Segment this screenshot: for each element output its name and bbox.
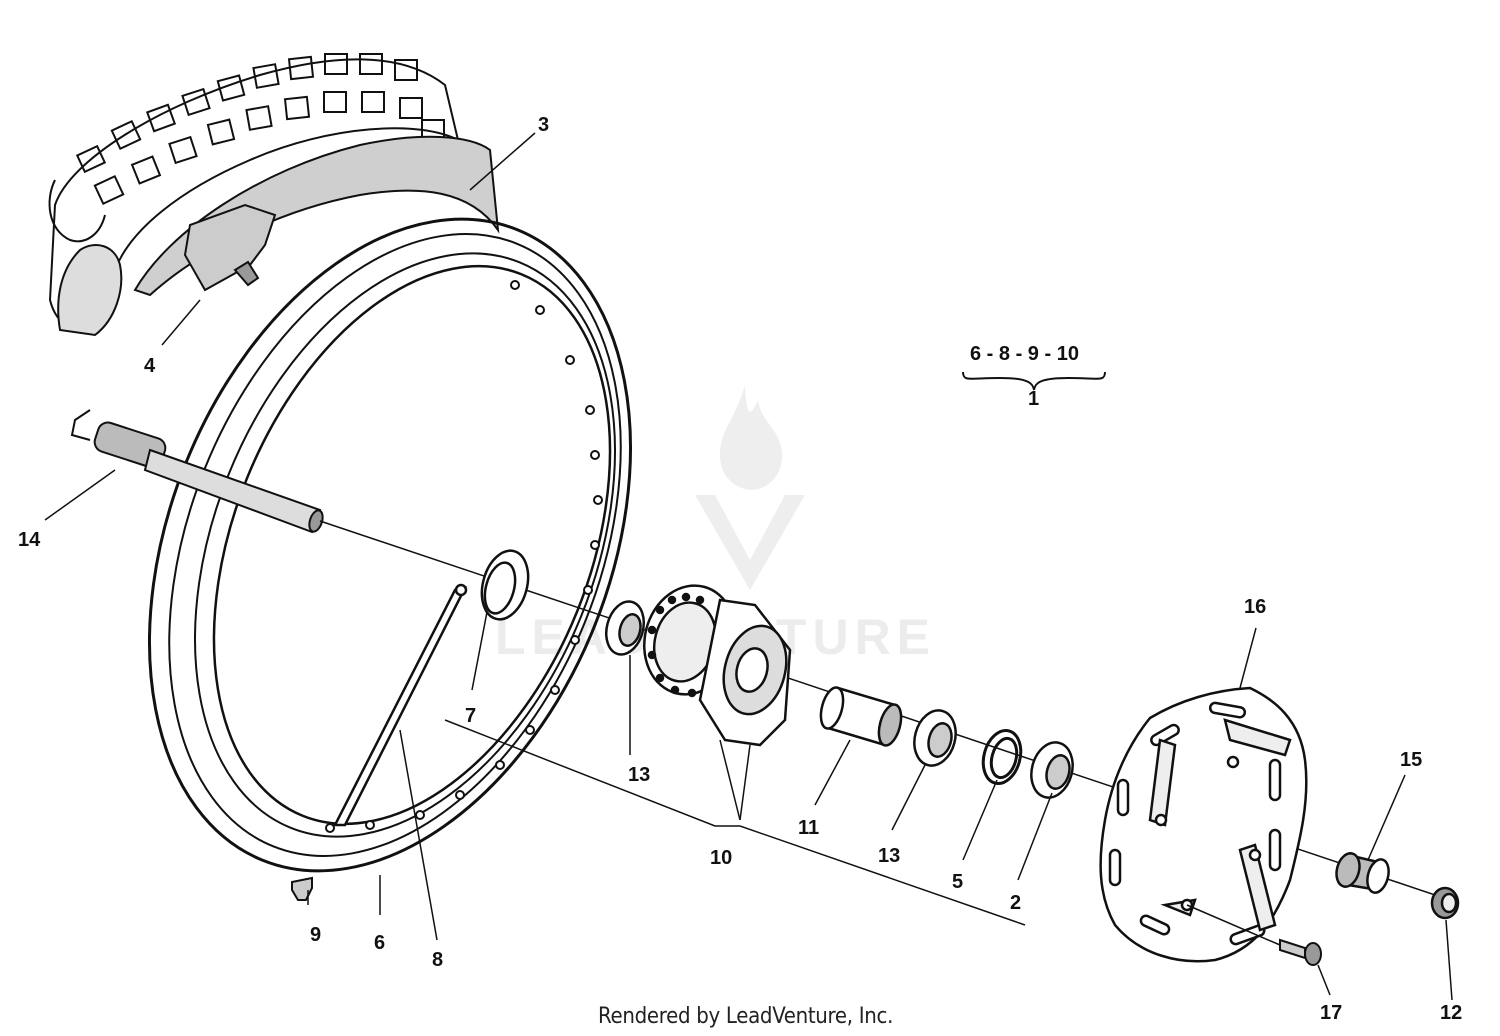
spoke-holes [325, 280, 603, 833]
group-brace [962, 371, 1106, 391]
leadventure-watermark [695, 385, 805, 590]
leader-lines [44, 132, 1453, 1001]
rim-lock-icon [183, 203, 277, 292]
group-assembly-number: 1 [1028, 388, 1040, 410]
axle-icon [70, 409, 324, 534]
callout-5: 5 [952, 871, 964, 893]
bearing-icon [605, 600, 645, 656]
callout-4: 4 [144, 355, 156, 377]
circlip-icon [981, 729, 1023, 785]
callout-9: 9 [310, 924, 322, 946]
brake-disc-icon [1099, 686, 1308, 963]
footer-credit: Rendered by LeadVenture, Inc. [598, 1004, 894, 1029]
callout-16: 16 [1244, 596, 1267, 618]
callout-14: 14 [18, 529, 41, 551]
callout-17: 17 [1320, 1002, 1343, 1024]
callout-8: 8 [432, 949, 444, 971]
callout-2: 2 [1010, 892, 1022, 914]
axle-nut-icon [1430, 886, 1460, 920]
rim-lock-nut-icon [291, 876, 313, 901]
bolt-line [1186, 904, 1281, 946]
callout-13b: 13 [878, 845, 901, 867]
callout-10: 10 [710, 847, 733, 869]
callout-15: 15 [1400, 749, 1423, 771]
callout-12: 12 [1440, 1002, 1463, 1024]
spacer-icon [819, 686, 903, 747]
spoke-icon [332, 583, 468, 827]
callout-7: 7 [465, 705, 477, 727]
callout-6: 6 [374, 932, 386, 954]
tire-icon [48, 53, 460, 337]
seal-icon [480, 549, 530, 621]
callout-3: 3 [538, 114, 550, 136]
hub-icon [643, 584, 792, 747]
collar-icon [1335, 852, 1390, 894]
bearing-icon-2 [913, 709, 957, 767]
callout-13a: 13 [628, 764, 651, 786]
bearing-icon-3 [1030, 741, 1074, 799]
group-members-note: 6 - 8 - 9 - 10 [970, 343, 1079, 365]
callout-11: 11 [798, 817, 820, 839]
disc-bolt-icon [1279, 938, 1322, 966]
